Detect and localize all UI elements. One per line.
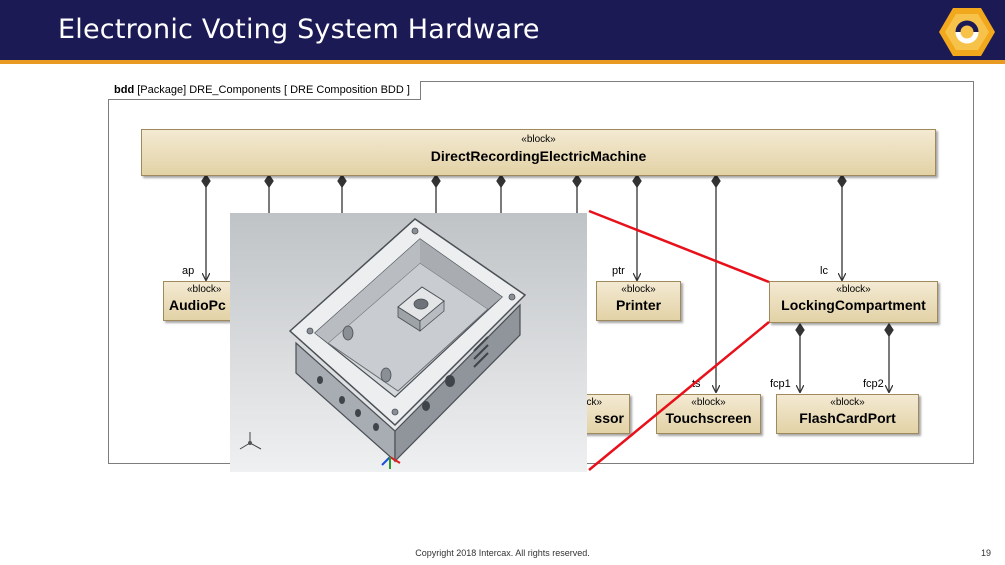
- frame-kind: bdd: [114, 84, 135, 96]
- block-printer[interactable]: «block» Printer: [596, 281, 681, 321]
- block-stereotype: «block»: [621, 284, 656, 295]
- axis-triad-icon: [239, 432, 262, 450]
- role-label-ap: ap: [182, 265, 195, 277]
- view-cube-icon: [381, 456, 401, 469]
- role-label-lc: lc: [820, 265, 828, 277]
- diagram-frame-label: bdd [Package] DRE_Components [ DRE Compo…: [108, 81, 421, 100]
- block-name: LockingCompartment: [781, 297, 926, 313]
- block-direct-recording-electric-machine[interactable]: «block» DirectRecordingElectricMachine: [141, 129, 936, 176]
- block-name: Printer: [615, 297, 662, 313]
- role-label-ptr: ptr: [612, 265, 625, 277]
- block-stereotype: «block»: [836, 284, 871, 295]
- header-accent-stripe: [0, 60, 1005, 64]
- role-label-ts: ts: [692, 378, 701, 390]
- slide-header: [0, 0, 1005, 60]
- frame-name: [Package] DRE_Components [ DRE Compositi…: [137, 84, 410, 96]
- block-locking-compartment[interactable]: «block» LockingCompartment: [769, 281, 938, 323]
- block-flash-card-port[interactable]: «block» FlashCardPort: [776, 394, 919, 434]
- block-stereotype: ck»: [586, 397, 602, 408]
- block-stereotype: «block»: [521, 134, 556, 145]
- block-name: Touchscreen: [665, 410, 752, 426]
- block-name: ssor: [594, 410, 624, 426]
- copyright-footer: Copyright 2018 Intercax. All rights rese…: [415, 548, 590, 558]
- page-number: 19: [980, 548, 991, 558]
- intercax-logo-icon: [939, 8, 995, 56]
- block-name: FlashCardPort: [799, 410, 896, 426]
- block-stereotype: «block»: [187, 284, 222, 295]
- block-stereotype: «block»: [691, 397, 726, 408]
- block-name: DirectRecordingElectricMachine: [430, 148, 647, 164]
- role-label-fcp1: fcp1: [770, 378, 791, 390]
- slide-title: Electronic Voting System Hardware: [58, 14, 540, 45]
- block-name: AudioPc: [169, 297, 226, 313]
- cad-enclosure-image: [230, 213, 587, 472]
- block-stereotype: «block»: [830, 397, 865, 408]
- role-label-fcp2: fcp2: [863, 378, 884, 390]
